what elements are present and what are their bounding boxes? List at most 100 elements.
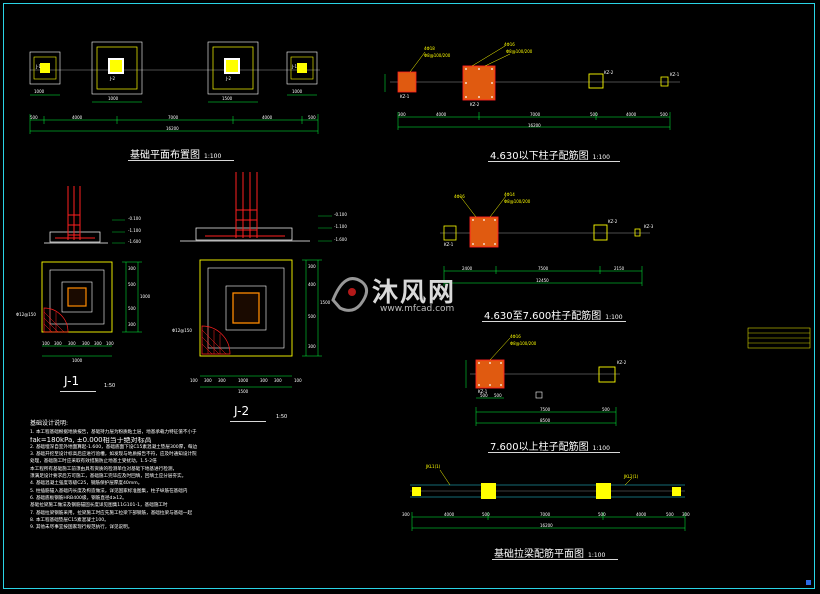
rebar-note: 4Φ16 [504, 42, 515, 47]
detail-label-j1: J-1 [64, 374, 80, 388]
tie-beam-plan-view [410, 469, 686, 531]
dim-text: 300 [54, 341, 62, 346]
rebar-mark: Φ12@150 [16, 312, 36, 317]
dim-text: 500 [30, 115, 38, 120]
rebar-note: 4Φ16 [510, 334, 521, 339]
dim-text: 4000 [444, 512, 455, 517]
dim-text: 1500 [222, 96, 233, 101]
dim-text: 2400 [462, 266, 473, 271]
column-kz1-section [397, 71, 417, 93]
dim-text: 300 [402, 512, 410, 517]
notes-heading: 基础设计说明: [30, 420, 69, 427]
dim-total: 16200 [528, 123, 541, 128]
title-scale: 1:100 [588, 552, 606, 559]
title-scale: 1:100 [592, 154, 610, 161]
dim-text: 300 [274, 378, 282, 383]
dim-text: 4000 [72, 115, 83, 120]
rebar-note: Φ8@100/200 [504, 199, 531, 204]
rebar-mark: Φ12@150 [172, 328, 192, 333]
dim-total: 16200 [166, 126, 179, 131]
dim-text: 4000 [436, 112, 447, 117]
dim-text: 300 [128, 266, 136, 271]
dim-text: 500 [660, 112, 668, 117]
title-text: 4.630至7.600柱子配筋图 [484, 311, 602, 322]
footing-j1-right [286, 51, 318, 85]
dim-text: 300 [68, 341, 76, 346]
dim-text: 500 [590, 112, 598, 117]
dim-text: 7000 [168, 115, 179, 120]
rebar-note: Φ8@100/200 [424, 53, 451, 58]
footing-label: J-1 [292, 64, 298, 69]
dim-text: 300 [308, 264, 316, 269]
dim-text: 4000 [262, 115, 273, 120]
footing-j2-detail [180, 172, 332, 388]
dim-text: 1000 [140, 294, 151, 299]
dim-text: 7000 [540, 512, 551, 517]
dim-text: 300 [94, 341, 102, 346]
title-scale: 1:100 [204, 153, 222, 160]
dim-text: 7500 [538, 266, 549, 271]
notes-line: 8. 本工程基础垫层C15素混凝土100。 [30, 517, 109, 523]
column-kz2-section [462, 65, 496, 101]
dim-text: 300 [398, 112, 406, 117]
column-kz1-section-top [475, 359, 505, 389]
column-label: KZ-1 [670, 72, 680, 77]
title-foundation-plan: 基础平面布置图 1:100 [130, 146, 221, 161]
dim-text: 500 [598, 512, 606, 517]
dim-text: 1500 [320, 300, 331, 305]
rebar-note: 4Φ18 [424, 46, 435, 51]
dim-text: 300 [128, 322, 136, 327]
column-plan-below-4630 [384, 45, 680, 130]
dim-text: 4000 [626, 112, 637, 117]
dim-text: 100 [190, 378, 198, 383]
detail-label-j2: J-2 [234, 404, 250, 418]
footing-label: J-2 [226, 76, 232, 81]
title-underline [488, 452, 620, 453]
column-label: KZ-2 [470, 102, 480, 107]
dim-text: 1000 [34, 89, 45, 94]
column-label: KZ-1 [444, 242, 454, 247]
notes-line: fak=180kPa, ±0.000相当于绝对标高 [30, 436, 152, 444]
watermark-logo [331, 277, 368, 312]
title-scale: 1:100 [605, 314, 623, 321]
notes-line: 基础拉梁施工做法及钢筋锚固长度详见图集11G101-1，基础施工时 [30, 503, 168, 509]
detail-scale-j1: 1:50 [104, 383, 116, 389]
detail-scale-j2: 1:50 [276, 414, 288, 420]
notes-line: 2. 基础埋深自室外地面算起-1.600，基础底面下设C15素混凝土垫层300厚… [30, 444, 198, 450]
title-underline [60, 391, 96, 392]
title-text: 基础拉梁配筋平面图 [494, 549, 584, 560]
dim-text: 300 [682, 512, 690, 517]
dim-text: 100 [294, 378, 302, 383]
footing-label: J-1 [36, 64, 42, 69]
column-plan-4630-7600 [440, 195, 650, 286]
title-scale: 1:100 [592, 445, 610, 452]
notes-line: 1. 本工程基础根据地质报告，基础持力层为粉质粘土层，地基承载力特征值不小于 [30, 430, 197, 436]
notes-line: 4. 基础混凝土强度等级C25，钢筋保护层厚度40mm。 [30, 481, 143, 487]
notes-line: 处理，基础施工时应采取有效措施防止地基土受扰动，1.5-2倍 [30, 459, 157, 465]
elevation-text: -1.600 [128, 239, 141, 244]
dim-total: 16200 [540, 523, 553, 528]
title-underline [482, 321, 626, 322]
footing-j1-plan-outline [41, 261, 113, 333]
footing-j2-left [91, 41, 143, 95]
notes-line: 5. 柱插筋锚入基础内长度及构造做法，详见国家标准图集，柱子纵筋在基础内 [30, 488, 188, 494]
title-underline [128, 160, 234, 161]
elevation-text: -1.100 [128, 228, 141, 233]
dim-text: 500 [308, 314, 316, 319]
footing-label: J-2 [110, 76, 116, 81]
notes-line: 本工程所有基础施工前须由具有资质的检测单位对基础下地基进行检测， [30, 466, 178, 472]
watermark-url: www.mfcad.com [380, 304, 455, 314]
title-underline [492, 559, 618, 560]
footing-j2-right [207, 41, 259, 95]
column-label: KZ-1 [400, 94, 410, 99]
beam-label: JKL1(1) [426, 464, 441, 469]
notes-line: 3. 基础开挖至设计标高后应进行验槽，如发现与地质报告不符，应及时通知设计院 [30, 452, 197, 458]
title-text: 基础平面布置图 [130, 150, 200, 161]
design-notes: 基础设计说明: 1. 本工程基础根据地质报告，基础持力层为粉质粘土层，地基承载力… [30, 420, 240, 531]
dim-text: 500 [308, 115, 316, 120]
dim-text: 300 [204, 378, 212, 383]
dim-text: 500 [128, 282, 136, 287]
corner-marker [806, 580, 811, 585]
